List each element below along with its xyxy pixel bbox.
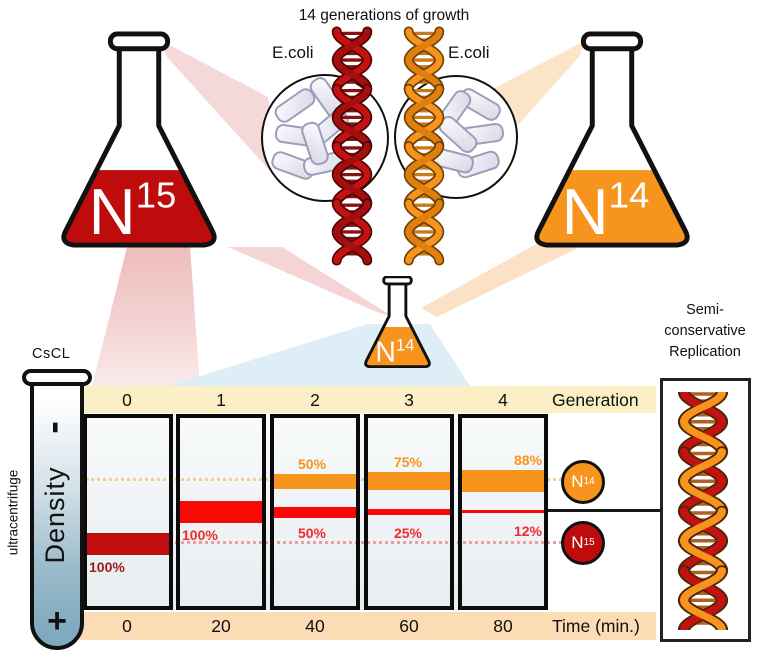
- beam-n15-to-small-flask: [228, 247, 395, 318]
- badge-n15-base: N: [571, 533, 584, 552]
- diagram-title: 14 generations of growth: [298, 7, 470, 24]
- generation-tick-4: 4: [498, 390, 508, 410]
- flask-n14: N14: [534, 31, 690, 248]
- density-minus-sign: -: [36, 421, 79, 434]
- beam-n14-to-small-flask: [421, 244, 580, 317]
- density-plus-sign: +: [47, 602, 67, 640]
- label-gen2-hybrid-pct: 50%: [297, 525, 327, 541]
- centrifuge-tube-lip: [22, 369, 92, 386]
- semi-line-2: conservative: [664, 323, 746, 340]
- flask-n15-label: N15: [89, 175, 177, 248]
- band-gen3-hybrid: [368, 509, 451, 515]
- time-tick-20: 20: [211, 616, 231, 636]
- generation-tick-0: 0: [122, 390, 132, 410]
- label-gen2-n14-pct: 50%: [297, 456, 327, 472]
- density-label: Density: [40, 466, 70, 564]
- flask-n14-small-liquid: [365, 327, 430, 367]
- panel-generation-0: [83, 414, 173, 610]
- label-gen0-n15-pct: 100%: [89, 559, 125, 575]
- flask-n14-small-label: N14: [375, 335, 414, 368]
- n15-density-reference-line: [86, 541, 562, 544]
- band-gen2-hybrid: [274, 507, 357, 518]
- label-gen3-n14-pct: 75%: [393, 454, 423, 470]
- time-tick-60: 60: [399, 616, 419, 636]
- panel-generation-2: [270, 414, 360, 610]
- cscl-label: CsCL: [32, 346, 71, 362]
- semi-conservative-caption: Semi- conservative Replication: [645, 300, 765, 363]
- beam-n15-down: [92, 247, 200, 386]
- flask-n15: N15: [61, 31, 217, 248]
- panel-generation-4: [458, 414, 548, 610]
- ecoli-label-left: E.coli: [272, 43, 314, 62]
- generation-tick-3: 3: [404, 390, 414, 410]
- generation-axis-title: Generation: [552, 390, 639, 410]
- time-tick-40: 40: [305, 616, 325, 636]
- band-gen4-n14: [462, 470, 545, 492]
- flask-n14-label: N14: [562, 175, 650, 248]
- generation-axis-band: [80, 386, 656, 413]
- label-gen3-hybrid-pct: 25%: [393, 525, 423, 541]
- time-axis-title: Time (min.): [552, 616, 640, 636]
- flask-n14-small: N14: [364, 276, 431, 368]
- flask-n14-liquid: [536, 170, 688, 246]
- label-gen4-n14-pct: 88%: [513, 452, 542, 468]
- generation-tick-1: 1: [216, 390, 226, 410]
- panel-generation-3: [364, 414, 454, 610]
- dna-helix-n15: [336, 31, 368, 261]
- band-gen0-n15: [87, 533, 169, 555]
- flask-n15-liquid: [63, 170, 215, 246]
- time-axis-band: [80, 612, 656, 640]
- label-gen4-hybrid-pct: 12%: [513, 523, 542, 539]
- time-tick-0: 0: [122, 616, 132, 636]
- badge-n14-base: N: [571, 472, 584, 491]
- time-tick-80: 80: [493, 616, 513, 636]
- band-gen3-n14: [368, 472, 451, 490]
- ecoli-label-right: E.coli: [448, 43, 490, 62]
- ecoli-culture-left: [261, 74, 389, 202]
- dna-helix-hybrid: [684, 392, 722, 630]
- band-gen4-hybrid: [462, 510, 545, 513]
- dna-helix-n14: [408, 31, 440, 261]
- semi-line-3: Replication: [669, 344, 741, 361]
- hybrid-connector-line: [548, 509, 660, 512]
- label-gen1-hybrid-pct: 100%: [182, 527, 218, 543]
- beam-n15-to-ecoli: [160, 40, 281, 183]
- centrifuge-tube: [30, 380, 84, 650]
- generation-tick-2: 2: [310, 390, 320, 410]
- semi-line-1: Semi-: [686, 302, 724, 318]
- ultracentrifuge-label: ultracentrifuge: [5, 469, 21, 556]
- panel-generation-1: [176, 414, 266, 610]
- band-gen2-n14: [274, 474, 357, 489]
- band-gen1-hybrid: [180, 501, 263, 523]
